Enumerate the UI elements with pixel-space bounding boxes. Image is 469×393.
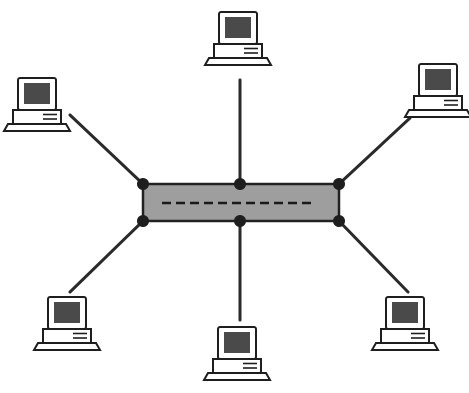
desktop-computer-icon — [204, 11, 272, 66]
hub-port — [333, 215, 345, 227]
computer-upper-left — [3, 77, 71, 132]
computer-lower-right — [371, 296, 439, 351]
computer-lower-left — [33, 296, 101, 351]
desktop-computer-icon — [404, 63, 469, 118]
computer-bottom — [203, 326, 271, 381]
desktop-computer-icon — [33, 296, 101, 351]
network-hub — [137, 178, 345, 227]
hub-port — [137, 178, 149, 190]
hub-port — [137, 215, 149, 227]
link-upper-right — [337, 116, 412, 186]
desktop-computer-icon — [371, 296, 439, 351]
link-upper-left — [68, 113, 145, 186]
network-links — [68, 78, 412, 322]
link-lower-right — [337, 219, 410, 294]
computer-top — [204, 11, 272, 66]
desktop-computer-icon — [3, 77, 71, 132]
hub-port — [234, 178, 246, 190]
hub-port — [333, 178, 345, 190]
desktop-computer-icon — [203, 326, 271, 381]
link-lower-left — [68, 219, 145, 294]
computer-upper-right — [404, 63, 469, 118]
hub-port — [234, 215, 246, 227]
